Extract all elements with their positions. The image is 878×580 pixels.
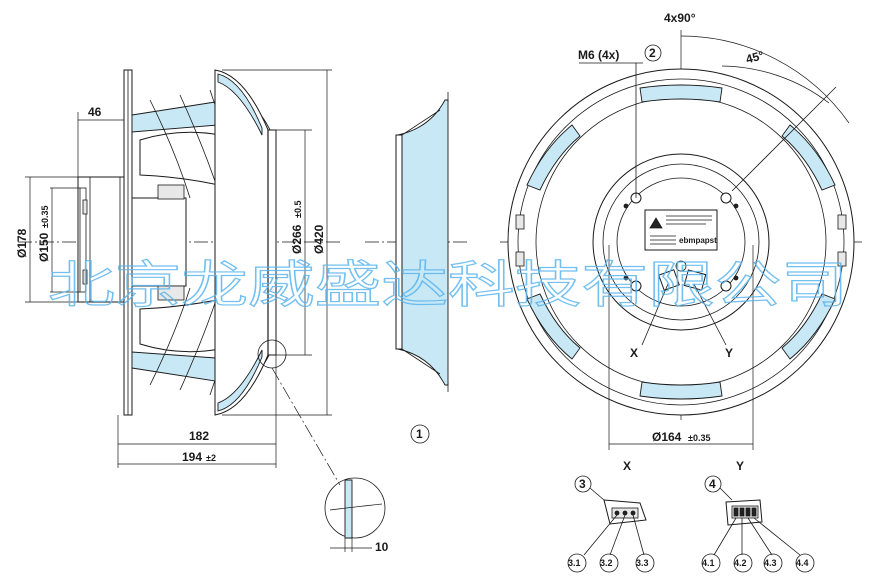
inlet-ring-view: 1 <box>365 92 470 444</box>
callout-2-circle <box>644 44 662 62</box>
dim-164-tol: ±0.35 <box>688 433 710 443</box>
dim-164: Ø164 <box>652 430 682 444</box>
callout-4-1: 4.1 <box>702 558 715 568</box>
mount-hole-3 <box>630 280 642 292</box>
dim-178: Ø178 <box>15 228 29 258</box>
callout-3-3: 3.3 <box>636 558 649 568</box>
label-brand: ebmpapst <box>679 236 717 245</box>
dim-4x90: 4x90° <box>664 11 696 25</box>
dim-45: 45° <box>744 48 765 66</box>
dim-194-tol: ±2 <box>206 453 216 463</box>
hub <box>131 197 187 287</box>
inlet-shroud <box>214 69 277 416</box>
marker-y: Y <box>725 346 733 360</box>
side-view: 46 Ø178 Ø150 ±0.35 Ø266 ±0.5 Ø420 182 19… <box>15 69 389 554</box>
callout-3-1: 3.1 <box>568 558 581 568</box>
callout-4-3: 4.3 <box>764 558 777 568</box>
detail-view-circle <box>324 477 386 539</box>
connector-x <box>658 269 680 291</box>
product-label <box>644 209 718 251</box>
connector-y <box>683 269 707 291</box>
dim-420: Ø420 <box>312 224 326 254</box>
mount-hole-2 <box>720 192 732 204</box>
dim-10: 10 <box>375 540 389 554</box>
callout-1: 1 <box>416 427 423 441</box>
callout-3-2: 3.2 <box>600 558 613 568</box>
connector-x-detail: 3 3.1 3.2 3.3 <box>567 475 655 573</box>
callout-4-2: 4.2 <box>734 558 747 568</box>
view-x-label: X <box>623 459 631 473</box>
mount-hole-4 <box>720 280 732 292</box>
dim-m6: M6 (4x) <box>578 48 619 62</box>
dim-46: 46 <box>88 105 102 119</box>
connector-details: X Y 3 3.1 3.2 3.3 4 <box>567 459 815 573</box>
dim-266: Ø266 <box>290 224 304 254</box>
view-y-label: Y <box>736 459 744 473</box>
callout-4-4: 4.4 <box>796 558 809 568</box>
dim-266-tol: ±0.5 <box>293 201 303 218</box>
dim-182: 182 <box>189 429 209 443</box>
blade-slots <box>515 84 847 400</box>
callout-4: 4 <box>709 477 716 491</box>
dim-194: 194 <box>182 450 202 464</box>
connector-y-detail: 4 4.1 4.2 4.3 4.4 <box>701 475 815 573</box>
front-view: ebmpapst X Y M6 (4x) 2 4x90° 45° Ø164 ±0… <box>500 11 862 450</box>
callout-2: 2 <box>649 46 656 60</box>
callout-3: 3 <box>579 477 586 491</box>
inlet-ring <box>397 99 449 386</box>
callout-1-circle <box>410 424 430 444</box>
dim-150: Ø150 <box>37 232 51 262</box>
dim-150-tol: ±0.35 <box>40 206 50 228</box>
marker-x: X <box>630 346 638 360</box>
watermark-text: 北京龙威盛达科技有限公司 <box>48 256 848 314</box>
